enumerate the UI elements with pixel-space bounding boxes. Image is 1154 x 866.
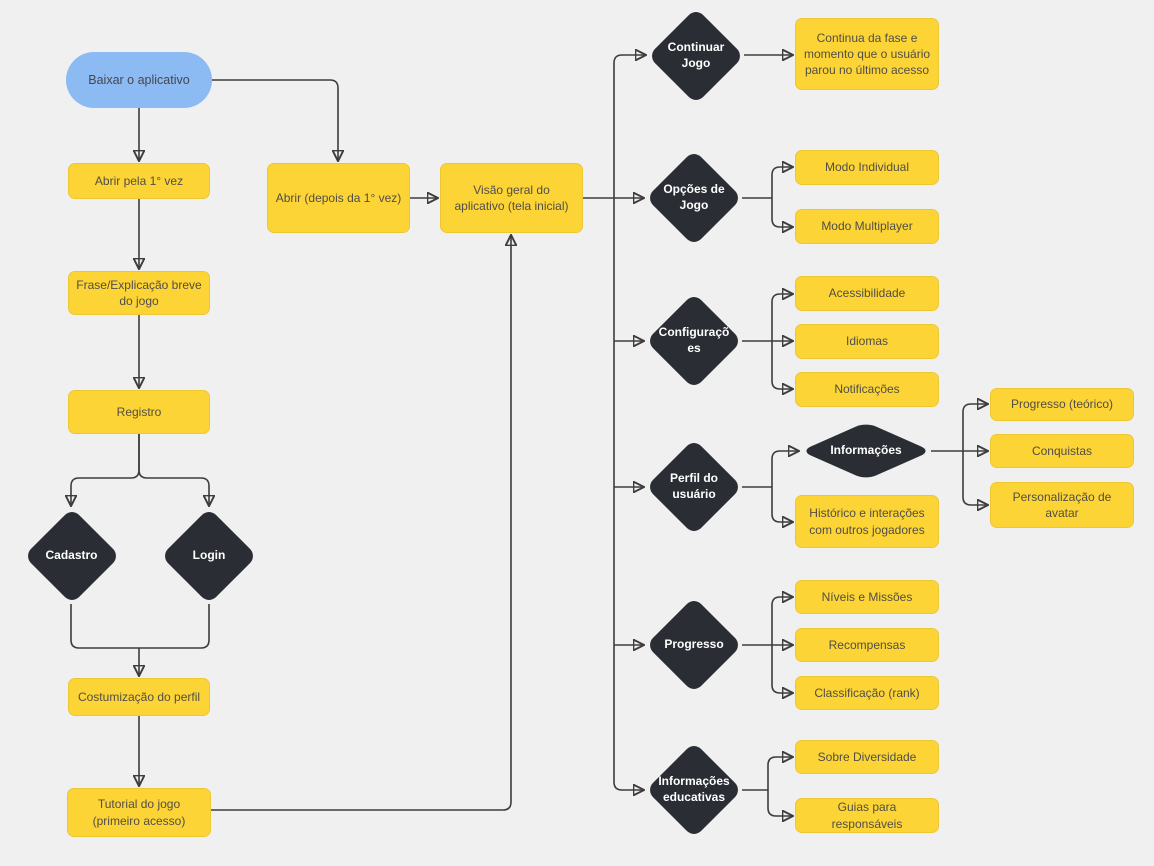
edge-trunk-infoedu xyxy=(613,198,643,790)
node-perfil-usuario[interactable]: Perfil do usuário xyxy=(643,438,745,535)
node-classificacao-rank[interactable]: Classificação (rank) xyxy=(795,676,939,710)
node-label: Recompensas xyxy=(828,637,906,652)
edge-perfil-informacoes xyxy=(771,451,798,487)
node-label: Visão geral do aplicativo (tela inicial) xyxy=(454,182,569,213)
node-label: Idiomas xyxy=(845,334,889,349)
node-label: Progresso xyxy=(664,636,724,651)
node-informacoes-educativas[interactable]: Informações educativas xyxy=(643,741,745,838)
edge-cadastro-merge xyxy=(70,604,139,649)
node-label: Conquistas xyxy=(1031,443,1093,458)
node-modo-multiplayer[interactable]: Modo Multiplayer xyxy=(795,209,939,244)
node-label: Baixar o aplicativo xyxy=(88,72,190,87)
node-registro[interactable]: Registro xyxy=(68,390,210,434)
node-abrir-primeira-vez[interactable]: Abrir pela 1° vez xyxy=(68,163,210,199)
edge-informacoes-progressoteorico xyxy=(962,404,987,451)
node-label: Informações xyxy=(830,443,902,458)
node-label: Configurações xyxy=(658,324,730,355)
node-modo-individual[interactable]: Modo Individual xyxy=(795,150,939,185)
node-recompensas[interactable]: Recompensas xyxy=(795,628,939,662)
node-sobre-diversidade[interactable]: Sobre Diversidade xyxy=(795,740,939,774)
edge-login-merge xyxy=(139,604,210,649)
node-baixar-aplicativo[interactable]: Baixar o aplicativo xyxy=(66,52,212,108)
node-label: Opções de Jogo xyxy=(663,181,725,212)
node-acessibilidade[interactable]: Acessibilidade xyxy=(795,276,939,311)
edge-registro-cadastro xyxy=(71,434,140,505)
node-label: Modo Multiplayer xyxy=(821,219,913,234)
node-label: Informações educativas xyxy=(658,773,730,804)
node-label: Guias para responsáveis xyxy=(831,800,903,831)
node-label: Perfil do usuário xyxy=(669,470,718,501)
node-niveis-missoes[interactable]: Níveis e Missões xyxy=(795,580,939,614)
edge-infoedu-guias xyxy=(767,790,792,816)
node-cadastro[interactable]: Cadastro xyxy=(22,507,121,604)
node-label: Costumização do perfil xyxy=(77,689,201,704)
node-label: Tutorial do jogo (primeiro acesso) xyxy=(92,797,186,828)
node-visao-geral[interactable]: Visão geral do aplicativo (tela inicial) xyxy=(440,163,583,233)
node-label: Personalização de avatar xyxy=(1012,489,1112,520)
node-label: Classificação (rank) xyxy=(814,685,920,700)
node-label: Modo Individual xyxy=(824,160,910,175)
node-historico-interacoes[interactable]: Histórico e interações com outros jogado… xyxy=(795,495,939,548)
edge-trunk-continuar xyxy=(613,55,645,198)
edge-registro-login xyxy=(138,434,209,505)
node-progresso-teorico[interactable]: Progresso (teórico) xyxy=(990,388,1134,421)
node-guias-responsaveis[interactable]: Guias para responsáveis xyxy=(795,798,939,833)
node-label: Acessibilidade xyxy=(828,286,906,301)
node-label: Cadastro xyxy=(45,547,98,562)
edge-baixar-abrir2 xyxy=(212,79,338,160)
node-frase-explicacao[interactable]: Frase/Explicação breve do jogo xyxy=(68,271,210,315)
node-idiomas[interactable]: Idiomas xyxy=(795,324,939,359)
edge-informacoes-personalizacao xyxy=(962,451,987,505)
node-informacoes[interactable]: Informações xyxy=(800,422,932,480)
edge-progresso-classificacao xyxy=(771,645,792,693)
edge-opcoes-multiplayer xyxy=(771,198,792,227)
node-abrir-depois[interactable]: Abrir (depois da 1° vez) xyxy=(267,163,410,233)
node-label: Abrir (depois da 1° vez) xyxy=(275,190,402,205)
node-personalizacao-avatar[interactable]: Personalização de avatar xyxy=(990,482,1134,528)
edge-opcoes-individual xyxy=(771,167,792,198)
edge-config-acessibilidade xyxy=(771,294,792,341)
node-continuar-jogo[interactable]: Continuar Jogo xyxy=(645,7,747,104)
node-label: Histórico e interações com outros jogado… xyxy=(809,506,925,537)
node-label: Abrir pela 1° vez xyxy=(94,173,184,188)
edge-progresso-niveis xyxy=(771,597,792,645)
node-tutorial-jogo[interactable]: Tutorial do jogo (primeiro acesso) xyxy=(67,788,211,837)
edge-infoedu-diversidade xyxy=(767,757,792,790)
node-label: Continua da fase e momento que o usuário… xyxy=(803,30,931,78)
node-notificacoes[interactable]: Notificações xyxy=(795,372,939,407)
node-costumizacao-perfil[interactable]: Costumização do perfil xyxy=(68,678,210,716)
edge-tutorial-visao xyxy=(211,236,511,811)
node-continua-fase[interactable]: Continua da fase e momento que o usuário… xyxy=(795,18,939,90)
node-label: Login xyxy=(192,547,226,562)
node-configuracoes[interactable]: Configurações xyxy=(643,292,745,389)
node-conquistas[interactable]: Conquistas xyxy=(990,434,1134,468)
node-progresso[interactable]: Progresso xyxy=(643,596,745,693)
node-label: Registro xyxy=(116,404,162,419)
node-label: Continuar Jogo xyxy=(667,39,725,70)
node-opcoes-jogo[interactable]: Opções de Jogo xyxy=(643,149,745,246)
node-label: Progresso (teórico) xyxy=(1010,397,1114,412)
node-label: Notificações xyxy=(834,382,900,397)
edge-config-notificacoes xyxy=(771,341,792,389)
edge-perfil-historico xyxy=(771,487,792,522)
node-label: Sobre Diversidade xyxy=(817,749,917,764)
node-label: Frase/Explicação breve do jogo xyxy=(76,277,202,308)
node-label: Níveis e Missões xyxy=(821,589,913,604)
node-login[interactable]: Login xyxy=(160,507,258,604)
